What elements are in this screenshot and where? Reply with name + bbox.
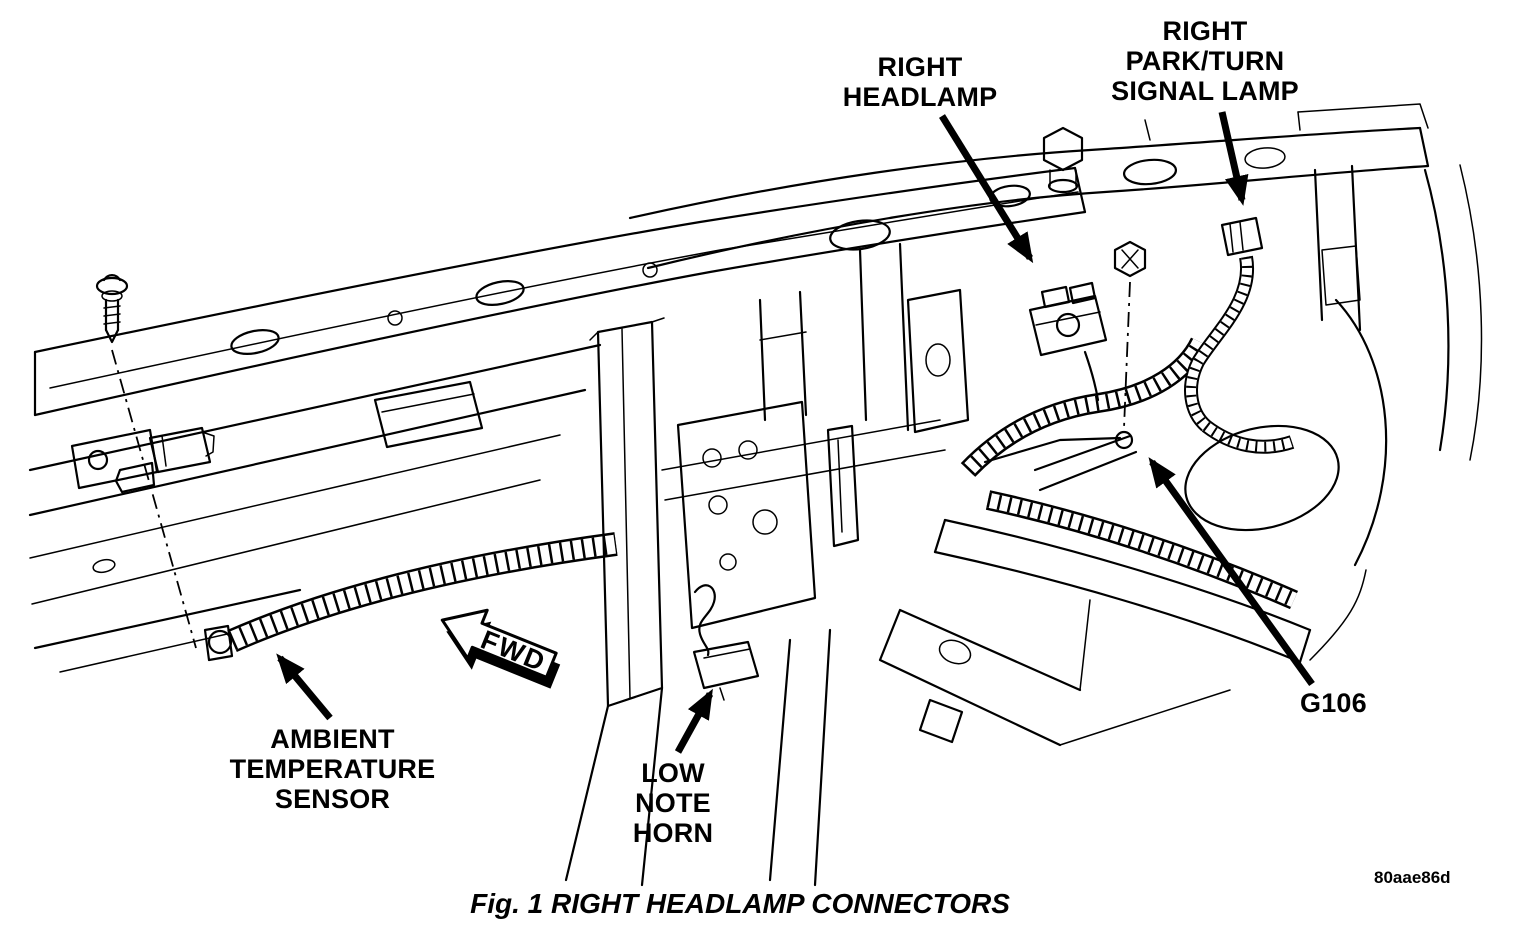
center-support-structure [564,242,970,887]
callout-line: HEADLAMP [842,82,998,112]
leader-arrow-g106 [1148,457,1315,687]
callout-line: LOW [641,758,705,788]
callout-right-park-turn-signal-lamp: RIGHT PARK/TURN SIGNAL LAMP [1085,16,1325,106]
leader-arrow-park-turn-signal-lamp [1218,111,1249,206]
leader-arrows [276,111,1315,754]
callout-line: SENSOR [274,784,391,814]
push-pin-fastener [95,274,197,649]
callout-line: RIGHT [1162,16,1248,46]
callout-low-note-horn: LOW NOTE HORN [598,758,748,848]
right-headlamp-harness [960,337,1210,477]
leader-arrow-low-note-horn [674,688,714,754]
ambient-temperature-sensor [70,426,215,494]
ground-bolt [1113,240,1147,429]
wiring-loom-left [203,532,618,662]
leader-arrow-right-headlamp [939,114,1034,264]
callout-line: RIGHT [877,52,963,82]
callout-line: PARK/TURN [1125,46,1285,76]
callout-line: SIGNAL LAMP [1111,76,1299,106]
ground-point-g106 [983,430,1138,492]
callout-g106: G106 [1300,688,1430,718]
callout-line: AMBIENT [270,724,395,754]
right-headlamp-connector [1028,281,1108,357]
fastener-centerline [111,349,197,649]
ground-bolt-centerline [1123,281,1131,429]
fwd-direction-arrow: FWD [440,608,561,689]
low-note-horn-connector [692,584,760,701]
upper-crossmember-beam [33,166,1087,449]
figure-code: 80aae86d [1374,868,1451,887]
callout-ambient-temperature-sensor: AMBIENT TEMPERATURE SENSOR [215,724,450,814]
lower-right-structure [878,298,1388,747]
figure-caption: Fig. 1 RIGHT HEADLAMP CONNECTORS [470,888,1010,919]
callout-line: NOTE [635,788,711,818]
left-fender-lines [28,343,602,673]
callout-line: G106 [1300,688,1367,718]
leader-arrow-ambient-temperature-sensor [276,653,333,721]
upper-right-beam [628,103,1483,461]
beam-bolt [1042,126,1084,194]
callout-right-headlamp: RIGHT HEADLAMP [800,52,1040,112]
callout-line: HORN [632,818,714,848]
callout-line: TEMPERATURE [229,754,436,784]
park-turn-signal-connector [1184,216,1295,454]
